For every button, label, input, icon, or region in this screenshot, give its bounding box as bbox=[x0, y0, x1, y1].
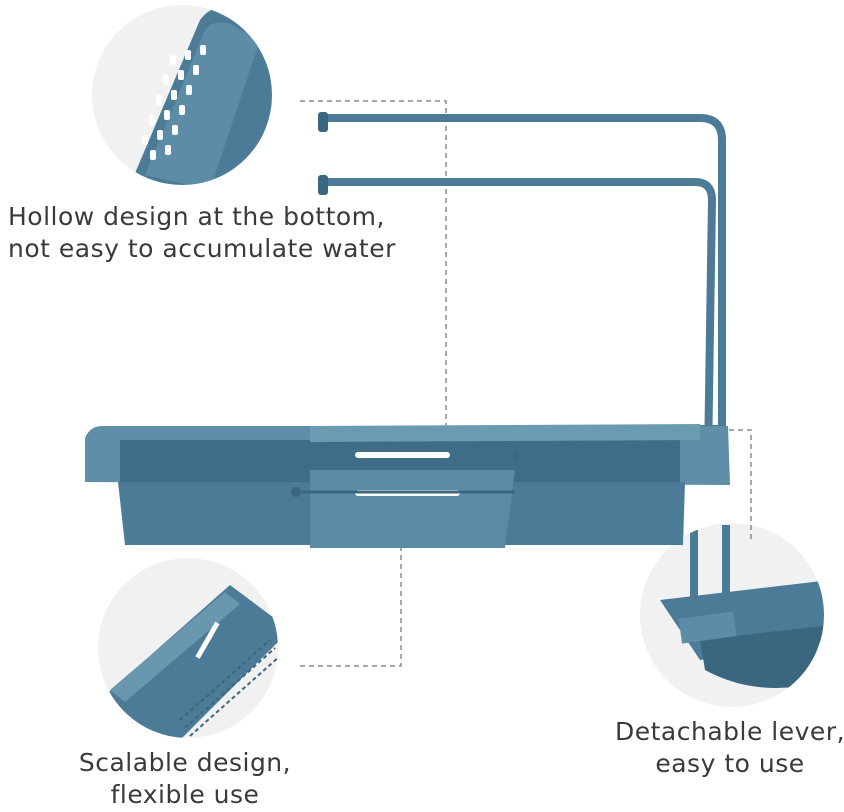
detail-circle-scalable bbox=[98, 558, 278, 738]
callout-line: Scalable design, bbox=[78, 748, 292, 777]
callout-detachable-lever: Detachable lever, easy to use bbox=[615, 716, 844, 780]
callout-line: Detachable lever, bbox=[615, 717, 844, 746]
detail-circle-hollow-bottom bbox=[92, 5, 272, 185]
callout-line: easy to use bbox=[655, 749, 805, 778]
callout-hollow-design: Hollow design at the bottom, not easy to… bbox=[8, 201, 396, 265]
callout-line: Hollow design at the bottom, bbox=[8, 202, 385, 231]
leader-lines bbox=[300, 100, 752, 667]
detail-circle-detachable bbox=[640, 523, 824, 707]
sink-rack-main bbox=[85, 112, 730, 548]
callout-scalable-design: Scalable design, flexible use bbox=[60, 747, 310, 811]
callout-line: not easy to accumulate water bbox=[8, 234, 396, 263]
callout-line: flexible use bbox=[110, 780, 260, 809]
